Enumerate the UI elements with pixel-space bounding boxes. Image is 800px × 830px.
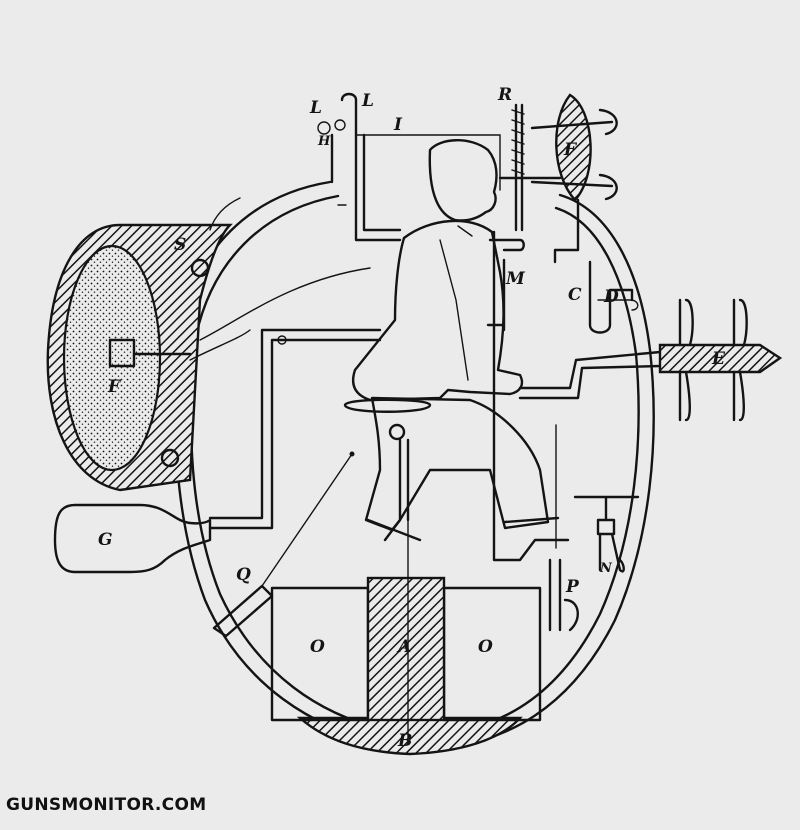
- operator-figure: [351, 139, 560, 542]
- pump-n: [573, 495, 640, 573]
- label-f-rudder: F: [563, 140, 578, 160]
- label-l1: L: [309, 98, 322, 118]
- label-b: B: [397, 731, 412, 751]
- device-cd: [588, 260, 639, 334]
- label-p: P: [565, 577, 580, 597]
- label-a: A: [396, 637, 411, 657]
- chamber-s: [46, 197, 371, 492]
- seat: [343, 398, 432, 741]
- air-pipes: [317, 92, 501, 242]
- rudder-assembly: [498, 93, 618, 264]
- label-l2: L: [361, 91, 374, 111]
- label-q: Q: [236, 565, 251, 585]
- valve-p: [548, 424, 579, 632]
- label-f-chamber: F: [107, 377, 122, 397]
- label-c: C: [568, 285, 582, 305]
- propeller-e: [518, 298, 783, 422]
- label-s: S: [174, 235, 186, 255]
- label-m: M: [505, 269, 526, 289]
- label-h: H: [317, 134, 331, 149]
- watermark-text: GUNSMONITOR.COM: [6, 795, 207, 815]
- control-rod-m: [486, 230, 570, 562]
- tank-g: [53, 328, 382, 574]
- label-d: D: [603, 287, 619, 307]
- valve-q: [212, 451, 355, 638]
- label-o1: O: [310, 637, 325, 657]
- label-n: N: [599, 561, 613, 576]
- keel-ballast: [296, 716, 523, 756]
- diagram-labels: L L I R F S F C D M E G Q O O A B P N H: [98, 85, 726, 751]
- label-i: I: [393, 115, 403, 135]
- label-e: E: [711, 349, 726, 369]
- water-tanks: [270, 576, 542, 722]
- central-weight-A: [366, 576, 446, 722]
- label-g: G: [98, 530, 113, 550]
- label-o2: O: [478, 637, 493, 657]
- label-r: R: [497, 85, 512, 105]
